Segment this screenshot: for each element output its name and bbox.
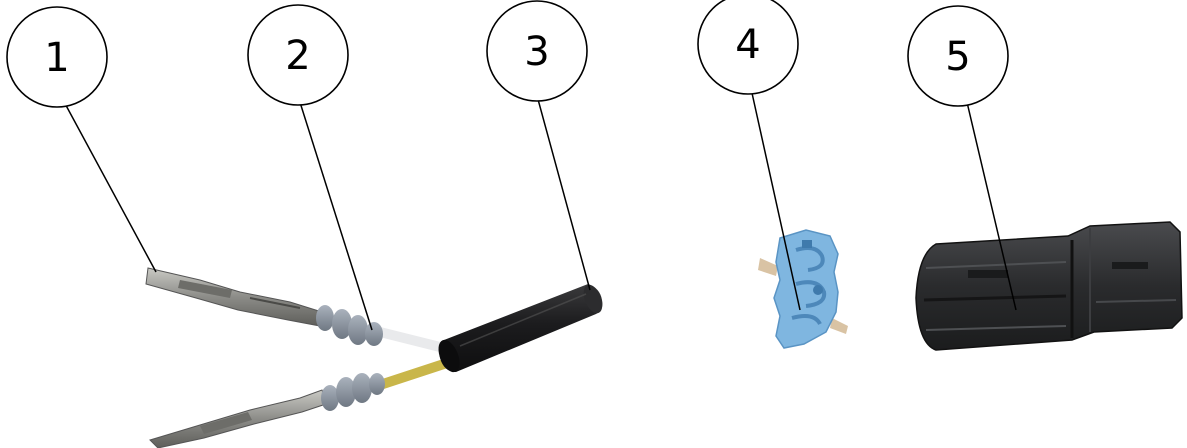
callout-3-label: 3 <box>524 29 549 75</box>
wire-assembly <box>145 267 603 448</box>
lower-wire-seal <box>321 373 385 411</box>
callout-2-label: 2 <box>285 33 310 79</box>
callout-5: 5 <box>907 5 1009 107</box>
leader-line-2 <box>297 95 373 331</box>
callout-1-label: 1 <box>44 35 69 81</box>
callout-4-label: 4 <box>735 22 760 68</box>
upper-wire-seal <box>316 305 383 346</box>
heat-shrink-sleeve <box>438 284 603 373</box>
terminal-position-lock <box>758 229 848 349</box>
leader-line-1 <box>61 97 157 273</box>
callout-2: 2 <box>247 4 349 106</box>
callout-3: 3 <box>486 0 588 102</box>
leader-lines <box>61 83 1017 331</box>
callout-1: 1 <box>6 6 108 108</box>
callout-4: 4 <box>697 0 799 95</box>
leader-line-3 <box>535 91 591 291</box>
upper-terminal-pin <box>145 267 323 327</box>
leader-line-5 <box>965 97 1017 311</box>
lower-terminal-pin <box>149 389 327 448</box>
connector-housing <box>915 221 1183 351</box>
callout-5-label: 5 <box>945 34 970 80</box>
yellow-wire <box>375 357 455 390</box>
leader-line-4 <box>749 83 801 311</box>
